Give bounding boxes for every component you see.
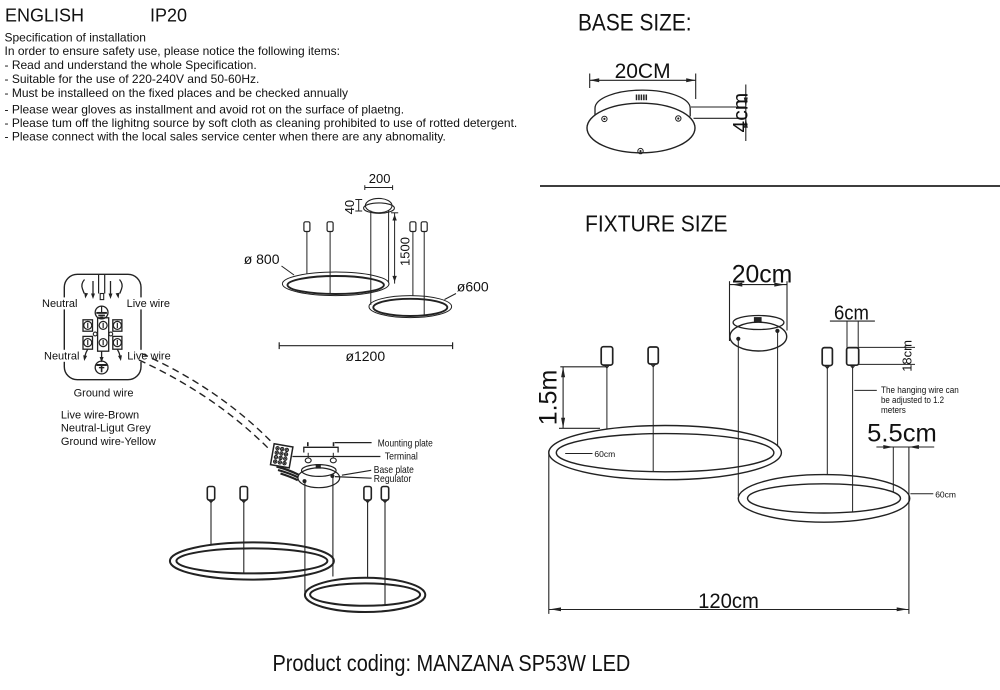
svg-text:- Please wear gloves as instal: - Please wear gloves as installment and … [5, 102, 405, 116]
svg-text:ø1200: ø1200 [345, 348, 385, 364]
svg-text:- Suitable for the use of 220-: - Suitable for the use of 220-240V and 5… [5, 72, 260, 86]
svg-text:FIXTURE SIZE: FIXTURE SIZE [585, 211, 728, 237]
svg-text:Live wire-Brown: Live wire-Brown [61, 409, 139, 421]
svg-text:4cm: 4cm [730, 93, 753, 133]
svg-text:5.5cm: 5.5cm [867, 420, 937, 448]
svg-text:Neutral: Neutral [44, 350, 79, 362]
svg-text:Live wire: Live wire [127, 350, 170, 362]
svg-text:BASE SIZE:: BASE SIZE: [578, 10, 692, 37]
svg-text:be adjusted to 1.2: be adjusted to 1.2 [881, 395, 944, 405]
svg-text:ø600: ø600 [457, 279, 489, 295]
svg-text:60cm: 60cm [935, 490, 956, 500]
svg-text:20CM: 20CM [615, 60, 671, 83]
svg-text:1500: 1500 [398, 237, 413, 266]
svg-text:6cm: 6cm [834, 303, 869, 325]
svg-text:- Must be installeed on the fi: - Must be installeed on the fixed places… [5, 86, 349, 100]
svg-text:Specification of installation: Specification of installation [5, 31, 146, 45]
svg-text:Regulator: Regulator [374, 473, 412, 485]
svg-text:The hanging wire can: The hanging wire can [881, 385, 959, 395]
svg-text:IP20: IP20 [150, 6, 187, 26]
svg-text:- Read and understand the whol: - Read and understand the whole Specific… [5, 58, 257, 72]
svg-text:60cm: 60cm [594, 449, 615, 459]
svg-text:40: 40 [342, 200, 357, 214]
svg-text:1.5m: 1.5m [535, 370, 563, 426]
svg-text:meters: meters [881, 405, 906, 415]
svg-text:In order to ensure safety use,: In order to ensure safety use, please no… [5, 44, 341, 58]
svg-text:120cm: 120cm [698, 590, 759, 613]
svg-text:18cm: 18cm [900, 340, 915, 372]
svg-text:Live wire: Live wire [127, 298, 170, 310]
svg-text:Product coding: MANZANA SP53W: Product coding: MANZANA SP53W LED [273, 650, 631, 676]
svg-text:- Please tum off the lighitng: - Please tum off the lighitng source by … [5, 116, 518, 130]
svg-text:Mounting plate: Mounting plate [378, 438, 433, 450]
svg-text:Neutral-Ligut Grey: Neutral-Ligut Grey [61, 423, 151, 435]
svg-text:Base plate: Base plate [374, 464, 414, 476]
svg-text:ENGLISH: ENGLISH [5, 6, 84, 26]
svg-text:Neutral: Neutral [42, 298, 77, 310]
svg-text:200: 200 [369, 171, 391, 186]
svg-text:Ground wire-Yellow: Ground wire-Yellow [61, 436, 156, 448]
svg-text:- Please connect with the loca: - Please connect with the local sales se… [5, 129, 446, 143]
svg-text:Ground wire: Ground wire [74, 388, 134, 400]
svg-text:ø 800: ø 800 [244, 251, 280, 267]
svg-text:Terminal: Terminal [385, 451, 418, 463]
